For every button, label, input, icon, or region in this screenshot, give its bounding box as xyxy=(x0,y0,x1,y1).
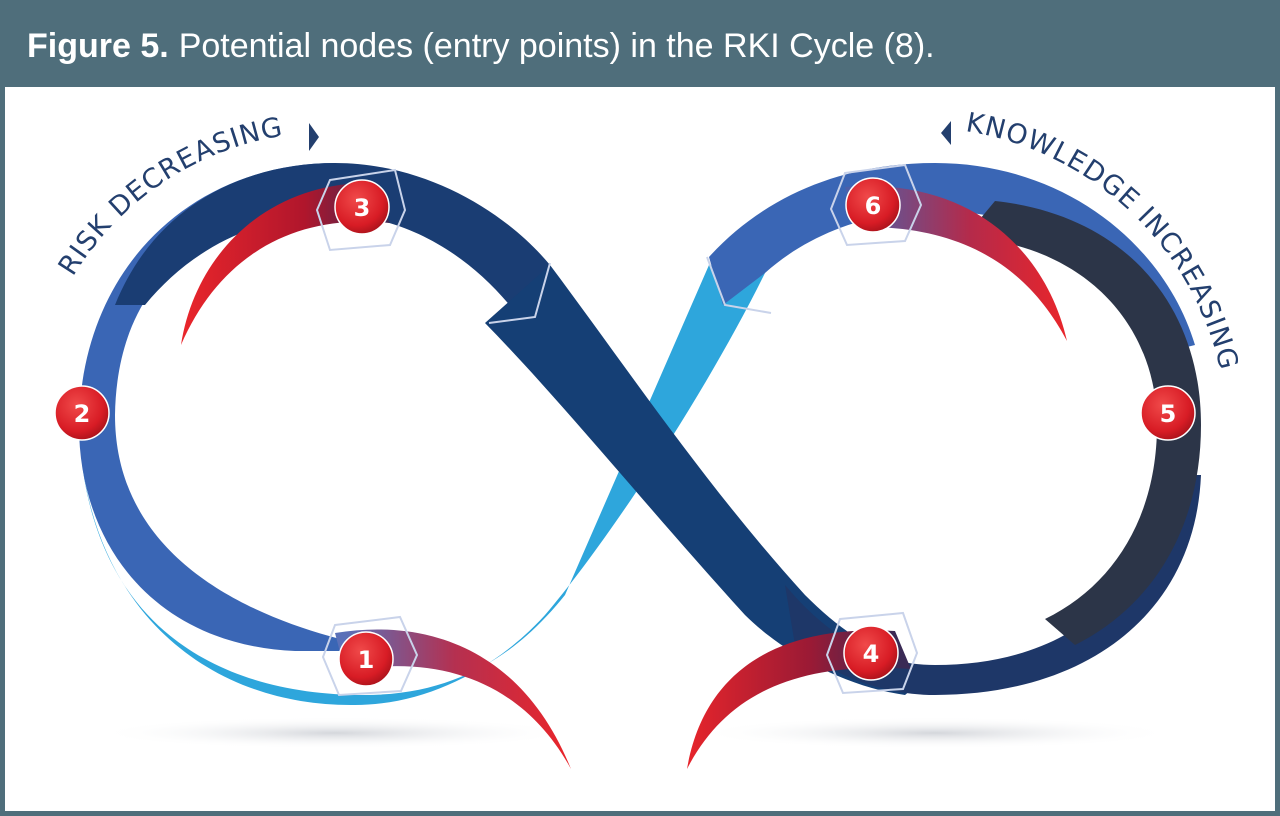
node-2[interactable]: 2 xyxy=(54,385,110,441)
floor-shadow-right xyxy=(695,717,1175,749)
node-4[interactable]: 4 xyxy=(843,625,899,681)
band-right-top xyxy=(709,163,1195,355)
hex-node-6 xyxy=(829,163,923,247)
figure-number: Figure 5. xyxy=(27,26,169,65)
floor-shadow-left xyxy=(95,717,575,749)
node-3[interactable]: 3 xyxy=(334,179,390,235)
hook-node-1 xyxy=(335,629,571,769)
node-5-label: 5 xyxy=(1160,400,1177,428)
node-2-label: 2 xyxy=(74,400,91,428)
hook-node-6 xyxy=(845,186,1067,341)
node-1-label: 1 xyxy=(358,646,375,674)
node-6-label: 6 xyxy=(865,192,882,220)
figure-caption-text: Potential nodes (entry points) in the RK… xyxy=(178,26,935,65)
band-right-lower xyxy=(785,475,1201,695)
figure-caption: Figure 5. Potential nodes (entry points)… xyxy=(5,5,1275,87)
node-3-label: 3 xyxy=(354,194,371,222)
band-center-diagonal xyxy=(485,265,935,695)
risk-arrow-icon xyxy=(309,123,319,151)
knowledge-arrow-icon xyxy=(941,121,951,145)
node-6[interactable]: 6 xyxy=(845,177,901,233)
node-4-label: 4 xyxy=(863,640,880,668)
band-left-lower-light xyxy=(79,265,765,706)
band-right-outer xyxy=(965,201,1201,645)
hex-node-4 xyxy=(825,611,919,695)
hex-node-1 xyxy=(321,615,419,697)
band-left-top xyxy=(115,163,550,325)
node-1[interactable]: 1 xyxy=(338,631,394,687)
band-divider-right xyxy=(706,256,772,314)
node-5[interactable]: 5 xyxy=(1140,385,1196,441)
hex-node-3 xyxy=(315,168,407,252)
rki-cycle-diagram: RISK DECREASING KNOWLEDGE INCREASING 1 2… xyxy=(53,107,1243,769)
band-divider-left xyxy=(488,262,551,324)
